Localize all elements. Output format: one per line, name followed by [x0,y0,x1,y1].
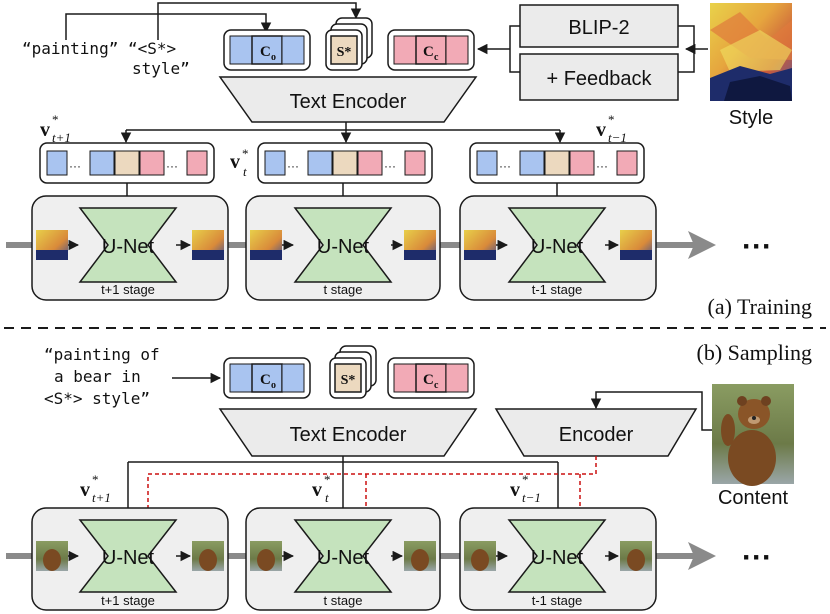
svg-text:v: v [312,479,322,501]
v-label-t-plus-1-training: v * t+1 [40,112,71,145]
token-group-s-star-sampling: S* [329,345,377,399]
caption-sampling: (b) Sampling [697,340,813,365]
token-seq-t-plus-1: ··· ··· [39,142,215,184]
v-label-t-plus-1-sampling: v * t+1 [80,472,111,505]
token-group-co: C o [223,29,311,71]
token-co-label: C [260,44,271,60]
stage-label: t stage [323,593,362,608]
svg-text:*: * [522,472,529,487]
token-group-cc-sampling: C c [387,357,475,399]
style-image [710,3,792,101]
ellipsis-sampling: ··· [742,541,772,574]
v-label-t-training: v * t [230,146,249,179]
svg-text:S*: S* [341,373,356,388]
sampling-section: (b) Sampling “painting of a bear in <S*>… [6,340,813,611]
svg-text:···: ··· [69,159,81,173]
content-encoder-label: Encoder [559,424,634,446]
svg-text:*: * [52,112,59,127]
sampling-prompt-line1: “painting of [44,345,160,364]
unet-label: U-Net [102,236,155,258]
caption-training: (a) Training [708,294,813,319]
text-encoder-sampling [218,408,478,457]
text-encoder-training [218,76,478,123]
stage-label: t-1 stage [532,593,583,608]
prompt-style-arrow [157,2,362,40]
svg-text:···: ··· [166,159,178,173]
ellipsis-training: ··· [742,230,772,263]
feedback-label: + Feedback [546,68,652,90]
stage-box-t-plus-1-sampling: U-Net t+1 stage [31,507,229,611]
content-image [712,384,794,486]
training-section: “painting” “<S*> style” C o S* [6,2,813,319]
stage-box-t-training: U-Net t stage [245,195,441,301]
token-group-co-sampling: C o [223,357,311,399]
token-cc-sub: c [434,52,439,63]
v-label-t-minus-1-training: v * t−1 [596,112,627,145]
svg-text:···: ··· [499,159,511,173]
unet-label: U-Net [317,236,370,258]
unet-label: U-Net [531,236,584,258]
token-cc-label: C [423,44,434,60]
svg-text:t+1: t+1 [52,130,71,145]
svg-text:*: * [242,146,249,161]
blip2-label: BLIP-2 [568,17,629,39]
v-label-t-sampling: v * t [312,472,331,505]
token-s-star-label: S* [337,45,352,60]
svg-text:*: * [92,472,99,487]
svg-text:C: C [423,372,434,388]
text-encoder-training-label: Text Encoder [290,91,407,113]
token-group-cc: C c [387,29,475,71]
stage-label: t+1 stage [101,593,155,608]
content-label: Content [718,487,788,509]
stage-box-t-plus-1-training: U-Net t+1 stage [31,195,229,301]
training-prompt-left: “painting” [22,39,118,58]
stage-label: t stage [323,282,362,297]
stage-box-t-minus-1-training: U-Net t-1 stage [459,195,657,301]
training-prompt-right-line1: “<S*> [128,39,176,58]
content-encoder [494,408,698,457]
sampling-prompt-line3: <S*> style” [44,389,150,408]
stage-label: t+1 stage [101,282,155,297]
style-label: Style [729,107,773,129]
unet-label: U-Net [102,547,155,569]
svg-text:o: o [271,380,276,391]
stage-box-t-sampling: U-Net t stage [245,507,441,611]
token-co-sub: o [271,52,276,63]
svg-text:v: v [510,479,520,501]
stage-box-t-minus-1-sampling: U-Net t-1 stage [459,507,657,611]
token-seq-t-minus-1: ··· ··· [469,142,645,184]
v-label-t-minus-1-sampling: v * t−1 [510,472,541,505]
svg-text:*: * [324,472,331,487]
text-encoder-sampling-label: Text Encoder [290,424,407,446]
pipeline-arrowhead-training [688,231,716,259]
unet-label: U-Net [317,547,370,569]
svg-text:v: v [596,119,606,141]
svg-text:···: ··· [287,159,299,173]
svg-text:C: C [260,372,271,388]
blip2-feedback-panel: BLIP-2 + Feedback [476,4,708,101]
sampling-prompt-line2: a bear in [54,367,141,386]
pipeline-arrowhead-sampling [688,542,716,570]
svg-text:v: v [230,151,240,173]
svg-text:t−1: t−1 [522,490,541,505]
svg-text:*: * [608,112,615,127]
training-prompt-right-line2: style” [132,59,190,78]
token-group-s-star: S* [325,17,373,71]
stage-label: t-1 stage [532,282,583,297]
prompt-painting-arrow [65,13,272,40]
svg-text:v: v [40,119,50,141]
svg-text:v: v [80,479,90,501]
svg-text:t+1: t+1 [92,490,111,505]
svg-text:c: c [434,380,439,391]
unet-label: U-Net [531,547,584,569]
svg-text:t−1: t−1 [608,130,627,145]
svg-text:···: ··· [596,159,608,173]
svg-text:t: t [325,490,329,505]
svg-text:···: ··· [384,159,396,173]
svg-text:t: t [243,164,247,179]
token-seq-t: ··· ··· [257,142,433,184]
